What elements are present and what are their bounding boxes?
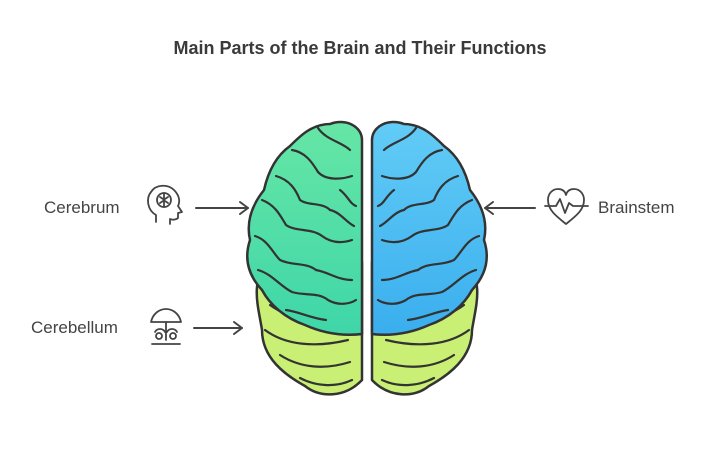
diagram-title: Main Parts of the Brain and Their Functi…	[173, 38, 547, 58]
balance-scale-icon	[150, 308, 182, 345]
head-brain-icon	[147, 184, 183, 225]
cerebrum-label: Cerebrum	[44, 198, 120, 217]
cerebrum-arrow	[195, 201, 249, 215]
heartbeat-icon	[544, 188, 589, 225]
cerebellum-arrow	[193, 321, 243, 335]
brainstem-arrow	[484, 201, 536, 215]
brainstem-label: Brainstem	[598, 198, 675, 217]
cerebellum-label: Cerebellum	[31, 318, 118, 337]
